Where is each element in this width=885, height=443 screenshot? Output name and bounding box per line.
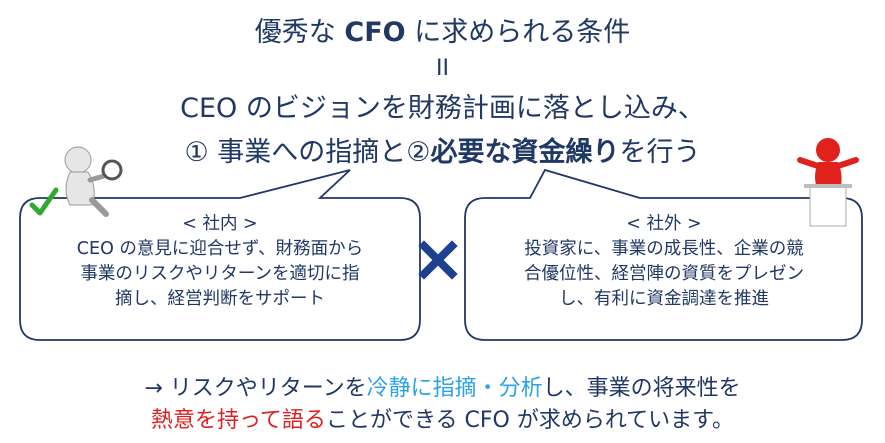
vision-line: CEO のビジョンを財務計画に落とし込み、 [180,93,705,124]
title-line: 優秀な CFO に求められる条件 [0,10,885,49]
title-text: 優秀な [254,17,345,48]
tasks-part-c: を行う [619,137,701,168]
conclusion-highlight-red: 熱意を持って語る [151,408,326,433]
left-callout-text: < 社内 > CEO の意見に迎合せず、財務面から 事業のリスクやリターンを適切… [28,212,412,312]
conclusion-text: ことができる CFO が求められています。 [325,408,734,433]
inspector-figure-icon [64,146,123,217]
left-callout-line: 摘し、経営判断をサポート [115,289,325,309]
right-callout-line: 投資家に、事業の成長性、企業の競 [524,239,804,259]
title-text-end: に求められる条件 [405,17,631,48]
conclusion-text: → リスクやリターンを [144,376,367,401]
right-callout-line: 合優位性、経営陣の資質をプレゼン [524,264,804,284]
checkmark-clipboard-icon [29,187,59,216]
left-callout-line: 事業のリスクやリターンを適切に指 [80,264,360,284]
right-callout-line: し、有利に資金調達を推進 [559,289,769,309]
left-callout-bubble [19,169,421,341]
title-cfo: CFO [344,17,406,48]
presenter-figure-icon [797,138,859,227]
tasks-part-a: ① 事業への指摘と② [184,137,431,168]
conclusion-line-2: 熱意を持って語ることができる CFO が求められています。 [0,402,885,434]
right-callout-text: < 社外 > 投資家に、事業の成長性、企業の競 合優位性、経営陣の資質をプレゼン… [472,212,856,312]
right-callout-bubble [464,168,863,341]
left-callout-line: CEO の意見に迎合せず、財務面から [76,239,364,259]
conclusion-highlight-cyan: 冷静に指摘・分析 [366,376,543,401]
equals-sign: II [436,56,449,81]
conclusion-line-1: → リスクやリターンを冷静に指摘・分析し、事業の将来性を [0,370,885,402]
conclusion-text: し、事業の将来性を [542,376,741,401]
tasks-line: ① 事業への指摘と②必要な資金繰りを行う [0,130,885,169]
cross-icon [418,240,458,280]
tasks-part-b: 必要な資金繰り [430,137,620,168]
right-callout-title: < 社外 > [626,214,702,234]
left-callout-title: < 社内 > [182,214,258,234]
